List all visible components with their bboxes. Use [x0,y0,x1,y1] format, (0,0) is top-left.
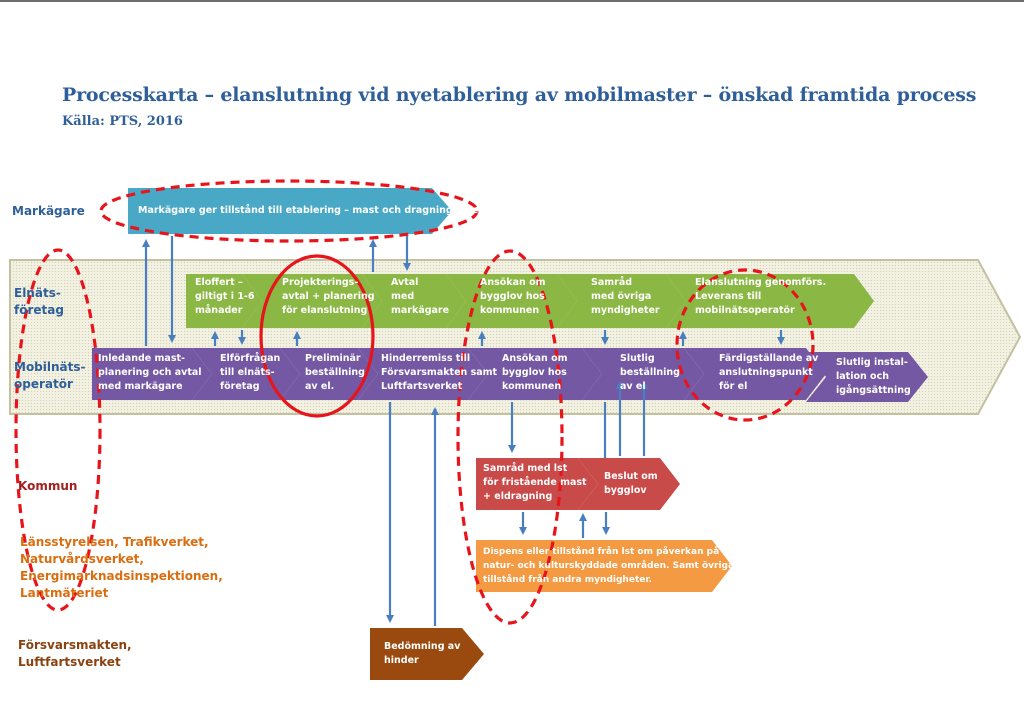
lane-label-markagare: Markägare [12,204,85,218]
highlight-markagare [99,179,479,243]
step-samrad-lst: Samråd med lst för fristående mast + eld… [483,463,587,502]
page-title: Processkarta – elanslutning vid nyetable… [62,84,977,106]
lane-label-kommun: Kommun [18,479,78,493]
highlight-ansokan [456,249,564,625]
step-slutlig-installation: Slutlig instal- lation och igångsättning [836,357,911,396]
step-ansokan-el: Ansökan om bygglov hos kommunen [480,277,546,316]
step-projektering: Projekterings- avtal + planering för ela… [282,277,375,316]
chevron-samrad-myndigheter [557,274,686,328]
step-inledande: Inledande mast- planering och avtal med … [98,353,202,392]
chevron-hinderremiss [358,348,488,400]
step-hinderremiss: Hinderremiss till Försvarsmakten samt Lu… [381,353,498,392]
chevron-beslut-bygglov [578,458,680,510]
step-dispens: Dispens eller tillstånd från lst om påve… [483,547,735,585]
chevron-samrad-lst [476,458,598,510]
source-label: Källa: PTS, 2016 [62,114,183,129]
step-ansokan-mob: Ansökan om bygglov hos kommunen [502,353,568,392]
chevron-projektering [242,274,382,328]
chevron-avtal [362,274,466,328]
chevron-fardigstallande [684,348,826,400]
lane-label-lansstyrelsen: Länsstyrelsen, Trafikverket, Naturvårdsv… [20,535,223,600]
step-fardigstallande: Färdigställande av anslutningspunkt för … [719,353,819,392]
chevron-eloffert [186,274,262,328]
step-beslut-bygglov: Beslut om bygglov [604,471,658,496]
chevron-elanslutning [666,274,874,328]
highlight-lanes-left [14,248,102,612]
chevron-dispens [476,540,732,592]
step-markagare-tillstand: Markägare ger tillstånd till etablering … [138,205,482,216]
highlight-elanslutning [675,268,815,422]
step-slutlig-bestallning: Slutlig beställning av el [620,353,680,392]
chevron-ansokan-mob [468,348,602,400]
step-preliminar: Preliminär beställning av el. [305,353,365,392]
step-eloffert: Eloffert – giltigt i 1-6 månader [195,277,255,316]
step-elforfragan: Elförfrågan till elnäts- företag [220,353,281,392]
top-border-line [0,0,1024,2]
step-avtal: Avtal med markägare [391,277,450,316]
chevron-inledande [92,348,212,400]
step-elanslutning-genomfors: Elanslutning genomförs. Leverans till mo… [695,277,827,316]
chevron-markagare [128,188,452,234]
step-samrad-myndigheter: Samråd med övriga myndigheter [591,277,660,316]
chevron-preliminar [280,348,378,400]
lane-label-mobilnatsoperator: Mobilnäts- operatör [14,360,86,391]
chevron-bedomning [370,628,484,680]
chevron-slutlig-installation [806,352,928,402]
lane-label-elnatsforetag: Elnäts- företag [14,286,64,317]
step-bedomning: Bedömning av hinder [384,641,461,666]
chevron-slutlig-bestallning [582,348,704,400]
lane-label-forsvarsmakten: Försvarsmakten, Luftfartsverket [18,638,132,669]
highlight-preliminar [259,254,375,418]
